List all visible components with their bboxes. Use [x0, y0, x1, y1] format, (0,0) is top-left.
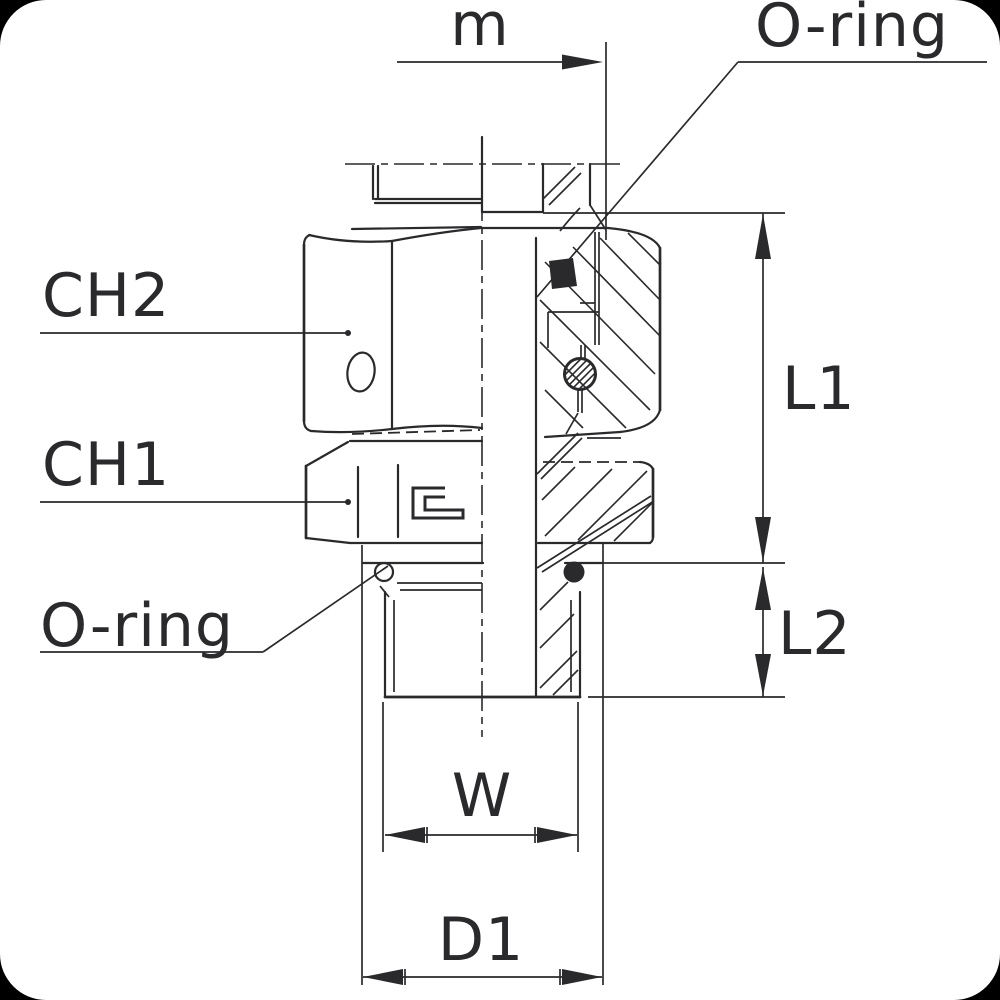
arrow-m [562, 54, 603, 70]
body-section-hatch [541, 466, 654, 542]
seals [373, 258, 597, 583]
nut-stamp-o [346, 351, 376, 393]
threaded-stud [361, 561, 605, 699]
arrow-w-right [537, 827, 577, 843]
callout-ch1: CH1 [40, 430, 351, 505]
label-o-ring-bottom: O-ring [40, 591, 234, 661]
arrow-w-left [385, 827, 425, 843]
centerlines [345, 135, 623, 737]
dimension-d1: D1 [361, 543, 604, 985]
dimension-m: m [397, 0, 607, 240]
callout-o-ring-top: O-ring [536, 0, 987, 298]
arrow-d1-left [363, 969, 403, 985]
dimension-w: W [382, 702, 579, 852]
label-l2: L2 [778, 599, 852, 669]
arrow-d1-right [562, 969, 602, 985]
label-l1: L1 [782, 354, 856, 424]
arrow-l1-bottom [755, 517, 771, 562]
arrow-l1-top [755, 214, 771, 259]
body-hex-ch1 [304, 439, 655, 573]
label-w: W [452, 761, 512, 831]
label-ch2: CH2 [42, 261, 170, 331]
callout-o-ring-bottom: O-ring [40, 565, 389, 661]
body-stamp-mark [411, 486, 465, 520]
arrow-l2-bottom [755, 654, 771, 696]
dimension-l2: L2 [588, 562, 852, 698]
dimension-l1: L1 [543, 212, 856, 563]
cutting-ring-section [563, 357, 597, 391]
o-ring-stud-section [563, 561, 585, 583]
arrow-l2-top [755, 568, 771, 610]
label-ch1: CH1 [42, 430, 170, 500]
o-ring-seal-section-top [549, 258, 577, 289]
label-d1: D1 [438, 905, 524, 975]
tube-end [371, 162, 607, 232]
callout-ch2: CH2 [40, 261, 351, 336]
label-m: m [450, 0, 509, 60]
stud-section-hatch [539, 581, 579, 696]
label-o-ring-top: O-ring [755, 0, 949, 61]
o-ring-stud-left [373, 561, 395, 583]
